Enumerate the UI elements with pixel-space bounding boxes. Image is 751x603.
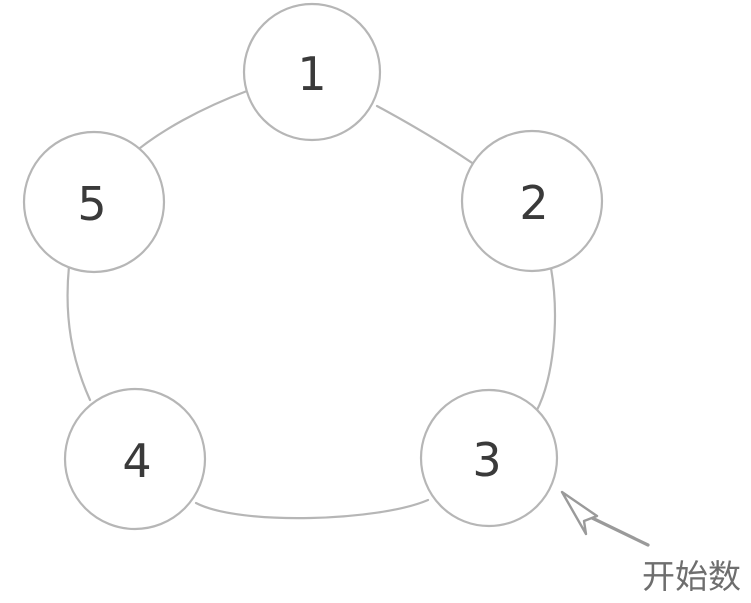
node-2-circle[interactable] (460, 129, 604, 273)
annotation-text: 开始数 (642, 557, 741, 596)
node-3-label: 3 (472, 433, 501, 487)
node-5-label: 5 (77, 177, 106, 231)
node-5-circle[interactable] (22, 130, 166, 274)
node-1-circle[interactable] (242, 2, 382, 142)
edge-node4-node5 (66, 264, 92, 402)
start-count-annotation: 开始数 (560, 490, 741, 596)
node-4-circle[interactable] (63, 387, 207, 531)
node-1[interactable]: 1 (242, 2, 382, 142)
node-5[interactable]: 5 (22, 130, 166, 274)
edge-node3-node4 (194, 498, 430, 520)
annotation-arrow-shaft (586, 514, 650, 547)
edge-node5-node1 (126, 89, 249, 160)
annotation-arrow-head-icon (560, 490, 599, 536)
node-4[interactable]: 4 (63, 387, 207, 531)
node-2-label: 2 (519, 176, 548, 230)
node-2[interactable]: 2 (460, 129, 604, 273)
node-4-label: 4 (122, 434, 151, 488)
node-group: 1 2 3 4 5 (22, 2, 604, 531)
node-3-circle[interactable] (419, 388, 559, 528)
node-3[interactable]: 3 (419, 388, 559, 528)
node-1-label: 1 (297, 47, 326, 101)
edge-node2-node3 (534, 266, 557, 414)
